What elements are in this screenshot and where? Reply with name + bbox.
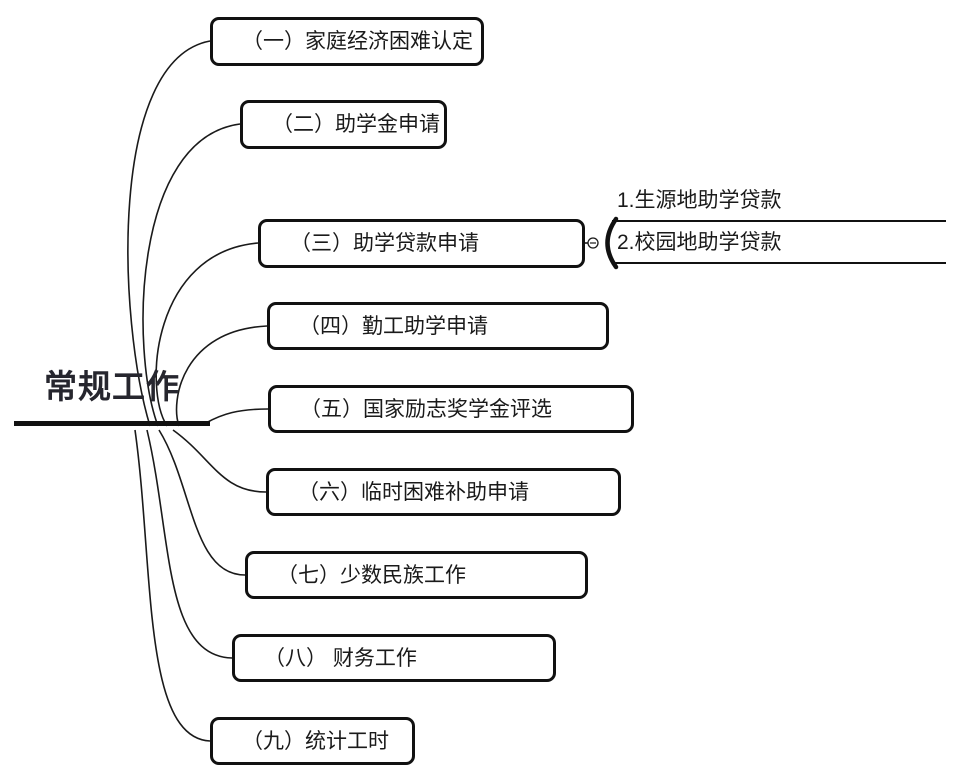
branch-curve-6 [172,429,267,493]
branch-node-5[interactable]: （五）国家励志奖学金评选 [268,385,634,433]
branch-label: （四）勤工助学申请 [299,315,488,338]
subtopic-node-2[interactable]: 2.校园地助学贷款 [612,229,946,264]
branch-node-3[interactable]: （三）助学贷款申请 [258,219,585,268]
subtopic-label: 2.校园地助学贷款 [617,231,782,254]
branch-curve-2 [142,123,241,427]
branch-label: （八） 财务工作 [264,647,417,670]
branch-curve-1 [127,40,211,427]
branch-curve-3 [155,242,259,427]
root-label: 常规工作 [44,368,180,405]
branch-label: （九）统计工时 [242,730,389,753]
subtopic-label: 1.生源地助学贷款 [617,189,782,212]
branch-node-6[interactable]: （六）临时困难补助申请 [266,468,621,516]
branch-node-9[interactable]: （九）统计工时 [210,717,415,765]
branch-label: （一）家庭经济困难认定 [242,30,473,53]
branch-curve-4 [175,325,268,427]
branch-curve-5 [205,408,269,424]
branch-label: （七）少数民族工作 [277,564,466,587]
branch-node-2[interactable]: （二）助学金申请 [240,100,447,149]
branch-curve-9 [134,429,211,742]
root-node[interactable]: 常规工作 [14,366,210,426]
branch-curve-7 [158,429,246,576]
branch-node-1[interactable]: （一）家庭经济困难认定 [210,17,484,66]
branch-node-4[interactable]: （四）勤工助学申请 [267,302,609,350]
collapse-toggle-icon[interactable] [587,237,599,249]
branch-label: （五）国家励志奖学金评选 [300,398,552,421]
branch-label: （三）助学贷款申请 [290,232,479,255]
branch-node-7[interactable]: （七）少数民族工作 [245,551,588,599]
branch-label: （二）助学金申请 [272,113,440,136]
subtopic-node-1[interactable]: 1.生源地助学贷款 [612,187,946,222]
branch-node-8[interactable]: （八） 财务工作 [232,634,556,682]
branch-label: （六）临时困难补助申请 [298,481,529,504]
branch-curve-8 [146,429,233,659]
